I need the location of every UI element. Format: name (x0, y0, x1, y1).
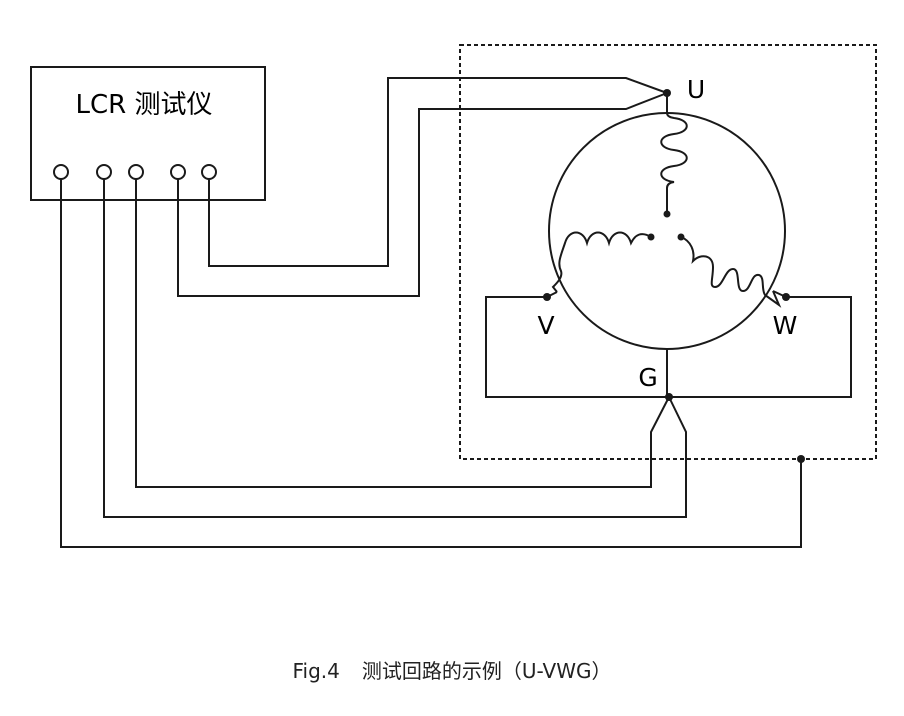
figure-number: Fig.4 (292, 659, 340, 683)
lcr-meter-label: LCR 测试仪 (76, 90, 213, 120)
wire-u-inner (177, 92, 668, 297)
lcr-terminal-2 (96, 164, 112, 180)
terminal-v-label: V (537, 311, 554, 340)
u-terminal-dot (663, 89, 671, 97)
neutral-dot-left (647, 233, 655, 241)
figure-title: 测试回路的示例（U-VWG） (361, 659, 612, 683)
g-junction-dot (665, 393, 673, 401)
lcr-terminal-4 (170, 164, 186, 180)
w-terminal-dot (782, 293, 790, 301)
neutral-dot-right (677, 233, 685, 241)
lcr-terminal-5 (201, 164, 217, 180)
figure-caption: Fig.4 测试回路的示例（U-VWG） (0, 655, 904, 684)
terminal-u-label: U (687, 75, 705, 104)
u-winding-coil (660, 112, 688, 214)
v-terminal-dot (543, 293, 551, 301)
terminal-g-label: G (638, 363, 657, 392)
terminal-w-label: W (773, 311, 798, 340)
lcr-terminal-3 (128, 164, 144, 180)
w-winding-coil (680, 236, 782, 308)
neutral-dot-top (663, 210, 671, 218)
wire-g-right (103, 179, 687, 518)
lcr-terminal-1 (53, 164, 69, 180)
wire-u-outer (208, 77, 668, 267)
lcr-meter-box (30, 66, 266, 201)
motor-enclosure (459, 44, 877, 460)
shield-junction-dot (797, 455, 805, 463)
wire-shield (60, 179, 802, 548)
v-winding-coil (551, 231, 652, 293)
wire-g-left (135, 179, 670, 488)
